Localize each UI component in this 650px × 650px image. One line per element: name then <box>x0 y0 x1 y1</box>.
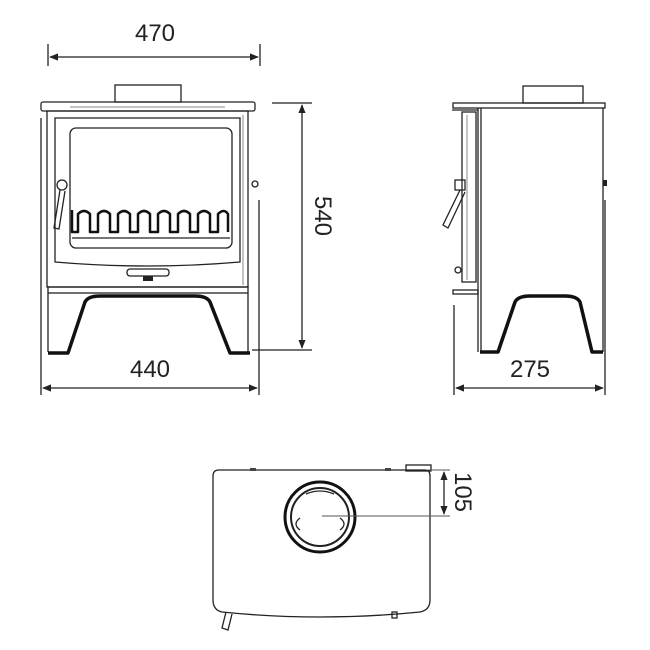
side-door-handle[interactable] <box>442 189 466 229</box>
dimension-540: 540 <box>252 102 336 351</box>
dimension-275: 275 <box>455 356 604 392</box>
log-retainer <box>70 209 230 234</box>
dimension-470: 470 <box>47 20 261 66</box>
stove-body <box>46 110 249 288</box>
door-handle[interactable] <box>53 189 66 230</box>
top-view-handle <box>221 611 233 631</box>
flue-outlet <box>283 480 357 554</box>
front-view: 470 <box>40 20 336 395</box>
side-door <box>461 111 477 283</box>
dimension-440: 440 <box>42 356 258 392</box>
side-knob <box>251 180 259 188</box>
ashpan-handle[interactable] <box>126 268 170 277</box>
dimension-label-440: 440 <box>130 356 170 383</box>
stove-base <box>48 294 250 355</box>
dimension-label-470: 470 <box>135 20 175 47</box>
dimension-label-540: 540 <box>309 196 336 236</box>
door-frame <box>54 117 241 267</box>
side-flue-collar <box>522 85 584 104</box>
side-handle-mount <box>454 179 466 191</box>
dimension-105: 105 <box>322 469 476 517</box>
side-view: 275 <box>442 85 607 395</box>
side-top-plate <box>452 102 606 109</box>
flue-collar <box>114 84 182 103</box>
door-handle-knob[interactable] <box>56 179 68 191</box>
top-view: 105 <box>212 464 476 631</box>
dimension-label-275: 275 <box>510 356 550 383</box>
dimension-label-105: 105 <box>449 472 476 512</box>
side-base <box>480 294 603 354</box>
door-glass <box>69 127 233 249</box>
top-outline <box>212 469 431 618</box>
